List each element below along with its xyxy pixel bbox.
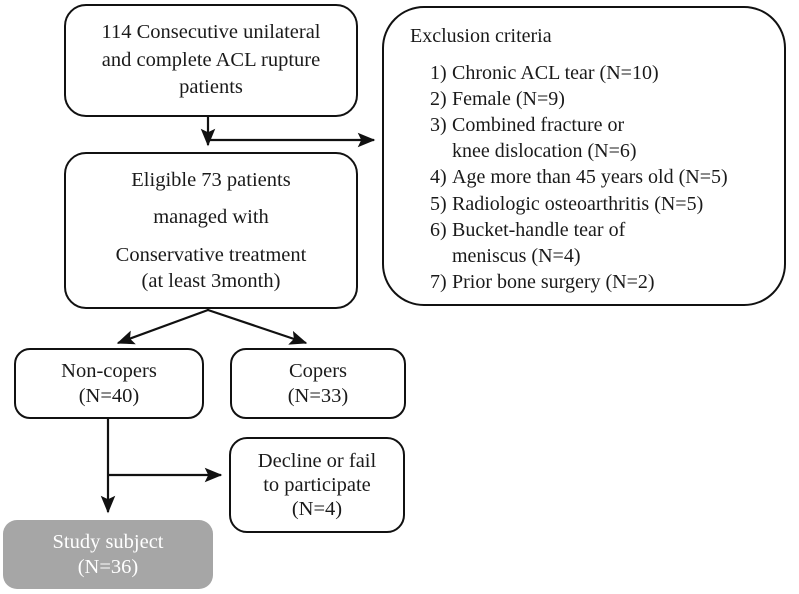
exclusion-item-2: 2) Female (N=9) xyxy=(430,86,764,112)
node-study-subject[interactable]: Study subject (N=36) xyxy=(3,520,213,589)
node-cohort-line-1: 114 Consecutive unilateral xyxy=(101,21,321,44)
exclusion-item-6-text-line-1: Bucket-handle tear of xyxy=(452,218,626,241)
exclusion-item-3-text-line-1: Combined fracture or xyxy=(452,113,625,136)
node-non-copers-count: (N=40) xyxy=(78,384,140,407)
node-decline-or-fail[interactable]: Decline or fail to participate (N=4) xyxy=(229,437,405,533)
exclusion-item-1-text: Chronic ACL tear (N=10) xyxy=(452,61,659,84)
node-eligible[interactable]: Eligible 73 patients managed with Conser… xyxy=(64,152,358,309)
exclusion-title: Exclusion criteria xyxy=(410,25,552,47)
exclusion-item-4-text: Age more than 45 years old (N=5) xyxy=(452,166,728,189)
node-non-copers-label: Non-copers xyxy=(61,360,157,383)
node-copers[interactable]: Copers (N=33) xyxy=(230,348,406,419)
exclusion-item-1: 1) Chronic ACL tear (N=10) xyxy=(430,60,764,86)
exclusion-item-5-text: Radiologic osteoarthritis (N=5) xyxy=(452,192,704,215)
exclusion-item-3: 3) Combined fracture or knee dislocation… xyxy=(430,112,764,164)
node-eligible-line-1: Eligible 73 patients xyxy=(131,169,291,192)
exclusion-item-1-number: 1) xyxy=(430,61,447,84)
node-study-subject-count: (N=36) xyxy=(77,555,139,578)
connector-eligible-to-noncopers xyxy=(116,308,209,345)
node-study-subject-label: Study subject xyxy=(52,531,164,554)
exclusion-item-5: 5) Radiologic osteoarthritis (N=5) xyxy=(430,191,764,217)
exclusion-item-2-number: 2) xyxy=(430,87,447,110)
node-exclusion-criteria[interactable]: Exclusion criteria 1) Chronic ACL tear (… xyxy=(382,6,786,306)
node-cohort-line-3: patients xyxy=(179,76,243,99)
exclusion-item-3-text: Combined fracture or knee dislocation (N… xyxy=(452,112,764,164)
exclusion-item-2-text: Female (N=9) xyxy=(452,87,565,110)
node-cohort[interactable]: 114 Consecutive unilateral and complete … xyxy=(64,4,358,117)
node-decline-count: (N=4) xyxy=(291,498,343,521)
node-eligible-line-3: Conservative treatment xyxy=(115,243,307,266)
node-non-copers[interactable]: Non-copers (N=40) xyxy=(14,348,204,419)
exclusion-item-3-number: 3) xyxy=(430,113,447,136)
node-cohort-line-2: and complete ACL rupture xyxy=(101,48,321,71)
exclusion-item-6-text: Bucket-handle tear of meniscus (N=4) xyxy=(452,217,764,269)
exclusion-item-5-number: 5) xyxy=(430,192,447,215)
node-copers-label: Copers xyxy=(288,360,348,383)
exclusion-item-4: 4) Age more than 45 years old (N=5) xyxy=(430,164,764,190)
exclusion-item-4-number: 4) xyxy=(430,166,447,189)
node-decline-line-1: Decline or fail xyxy=(257,449,377,472)
node-eligible-line-2: managed with xyxy=(153,206,269,229)
exclusion-item-7: 7) Prior bone surgery (N=2) xyxy=(430,269,764,295)
connector-eligible-to-copers xyxy=(207,308,308,345)
node-copers-count: (N=33) xyxy=(287,384,349,407)
exclusion-item-6: 6) Bucket-handle tear of meniscus (N=4) xyxy=(430,217,764,269)
exclusion-item-3-text-line-2: knee dislocation (N=6) xyxy=(452,140,637,163)
exclusion-list: 1) Chronic ACL tear (N=10) 2) Female (N=… xyxy=(410,60,764,296)
exclusion-item-6-number: 6) xyxy=(430,218,447,241)
exclusion-item-7-text: Prior bone surgery (N=2) xyxy=(452,271,655,294)
exclusion-item-7-number: 7) xyxy=(430,271,447,294)
exclusion-item-6-text-line-2: meniscus (N=4) xyxy=(452,244,581,267)
node-eligible-line-4: (at least 3month) xyxy=(141,269,281,292)
node-decline-line-2: to participate xyxy=(263,473,371,496)
